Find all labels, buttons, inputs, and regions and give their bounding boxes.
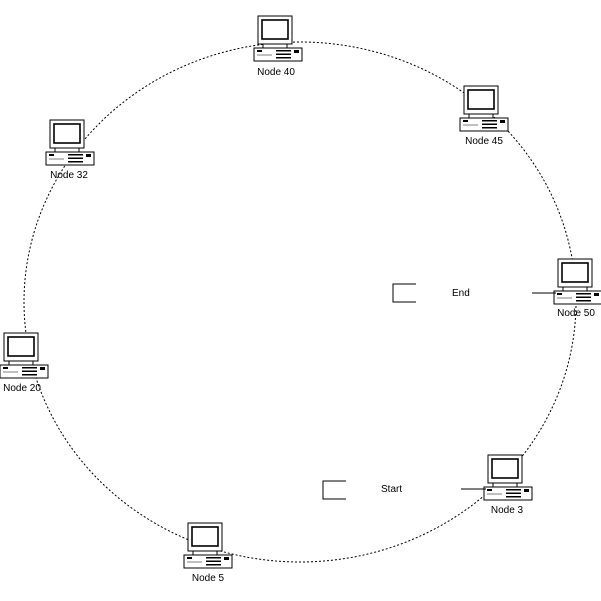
node-50: Node 50 <box>553 258 601 319</box>
computer-icon <box>459 85 509 132</box>
start-label: Start <box>381 484 402 495</box>
end-bracket <box>392 283 416 303</box>
end-label: End <box>452 288 470 299</box>
computer-icon <box>183 522 233 569</box>
computer-icon <box>0 332 49 379</box>
node-label: Node 5 <box>192 573 225 584</box>
node-3: Node 3 <box>483 454 533 516</box>
node-label: Node 45 <box>465 136 503 147</box>
computer-icon <box>483 454 533 501</box>
start-bracket <box>322 480 346 500</box>
computer-icon <box>45 119 95 166</box>
node-label: Node 40 <box>257 67 295 78</box>
node-32: Node 32 <box>45 119 95 181</box>
node-20: Node 20 <box>0 332 49 394</box>
node-45: Node 45 <box>459 85 509 147</box>
node-label: Node 3 <box>491 505 524 516</box>
end-marker: End <box>392 283 556 303</box>
node-5: Node 5 <box>183 522 233 584</box>
node-label: Node 50 <box>557 308 595 319</box>
node-40: Node 40 <box>253 15 303 78</box>
computer-icon <box>253 15 303 62</box>
node-label: Node 32 <box>50 170 88 181</box>
start-marker: Start <box>322 480 486 500</box>
computer-icon <box>553 258 601 305</box>
node-label: Node 20 <box>3 383 41 394</box>
